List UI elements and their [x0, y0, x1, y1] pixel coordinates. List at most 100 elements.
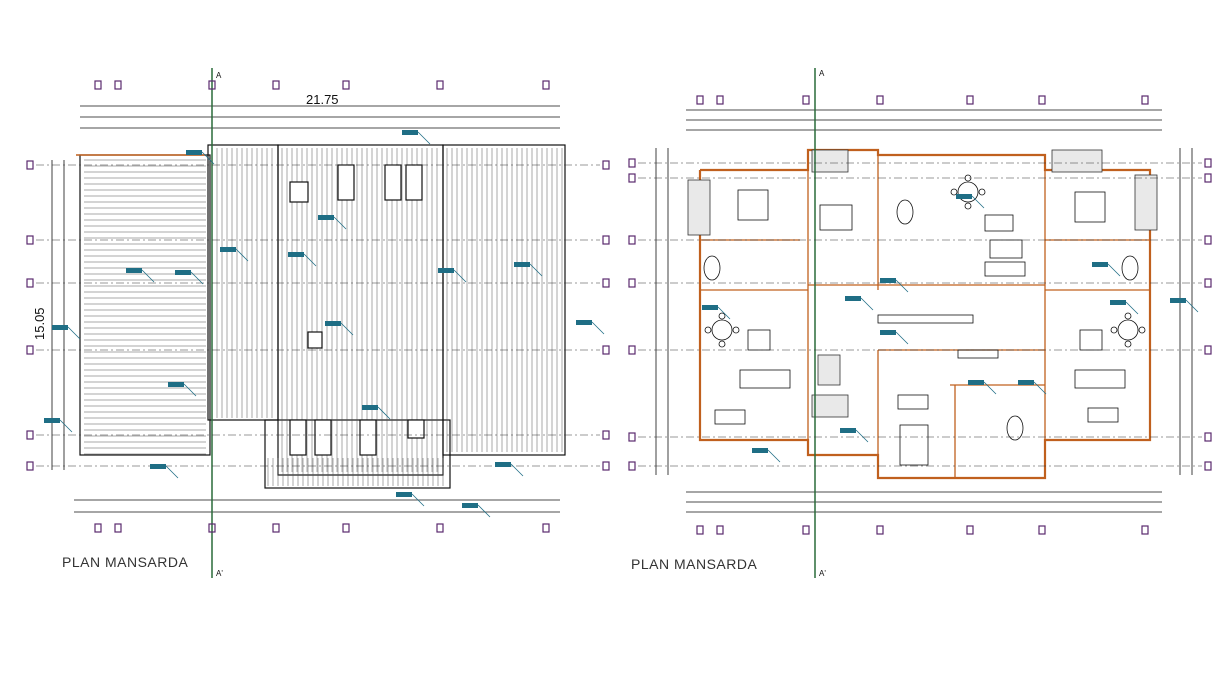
grid-marker	[1141, 525, 1149, 535]
chair	[978, 188, 986, 196]
right-top-dimension-lines	[686, 109, 1162, 131]
leader-line	[453, 269, 467, 283]
bathtub	[703, 255, 721, 281]
left-roof-plan: 21.75 15.05	[26, 68, 610, 578]
grid-marker	[628, 432, 636, 442]
leader-line	[767, 449, 781, 463]
annotation-tag	[1170, 298, 1186, 303]
chair	[950, 188, 958, 196]
grid-marker	[542, 80, 550, 90]
sofa	[984, 261, 1026, 277]
annotation-tag	[186, 150, 202, 155]
leader-line	[190, 271, 204, 285]
left-width-dimension: 21.75	[306, 92, 339, 107]
grid-marker	[602, 278, 610, 288]
sofa	[714, 409, 746, 425]
annotation-tag	[438, 268, 454, 273]
chair	[718, 312, 726, 320]
annotation-tag	[126, 268, 142, 273]
annotation-tag	[956, 194, 972, 199]
left-bottom-dimension-lines	[74, 499, 560, 513]
leader-line	[201, 151, 215, 165]
annotation-tag	[514, 262, 530, 267]
right-floor-plan: A A'	[628, 68, 1212, 578]
chair	[732, 326, 740, 334]
leader-line	[895, 279, 909, 293]
chair	[1124, 340, 1132, 348]
coffee-table	[747, 329, 771, 351]
grid-marker	[26, 345, 34, 355]
chair	[964, 202, 972, 210]
grid-marker	[602, 345, 610, 355]
interior-walls	[700, 155, 1150, 478]
bathtub	[896, 199, 914, 225]
grid-marker	[716, 525, 724, 535]
grid-marker	[696, 95, 704, 105]
annotation-tag	[402, 130, 418, 135]
sofa	[984, 214, 1014, 232]
dining-table	[711, 319, 733, 341]
balcony-grids	[687, 149, 1158, 418]
grid-marker	[1204, 461, 1212, 471]
grid-marker	[628, 461, 636, 471]
grid-marker	[696, 525, 704, 535]
grid-marker	[208, 80, 216, 90]
right-bottom-dimension-lines	[686, 491, 1162, 513]
grid-marker	[436, 80, 444, 90]
leader-line	[141, 269, 155, 283]
left-annotation-tags	[44, 130, 605, 518]
leader-line	[529, 263, 543, 277]
sofa	[1087, 407, 1119, 423]
grid-marker	[602, 430, 610, 440]
annotation-tag	[362, 405, 378, 410]
grid-marker	[342, 523, 350, 533]
annotation-tag	[175, 270, 191, 275]
leader-line	[303, 253, 317, 267]
annotation-tag	[325, 321, 341, 326]
annotation-tag	[968, 380, 984, 385]
grid-marker	[342, 80, 350, 90]
annotation-tag	[168, 382, 184, 387]
leader-line	[340, 322, 354, 336]
dining-table	[1117, 319, 1139, 341]
annotation-tag	[880, 330, 896, 335]
right-plan-title: PLAN MANSARDA	[631, 556, 758, 572]
chair	[1138, 326, 1146, 334]
leader-line	[67, 326, 81, 340]
chair	[704, 326, 712, 334]
grid-marker	[1038, 95, 1046, 105]
sofa	[897, 394, 929, 410]
leader-line	[417, 131, 431, 145]
grid-marker	[876, 95, 884, 105]
grid-marker	[1204, 235, 1212, 245]
right-side-dimension-lines	[655, 148, 1193, 475]
leader-line	[59, 419, 73, 433]
leader-line	[717, 306, 731, 320]
annotation-tag	[396, 492, 412, 497]
grid-marker	[542, 523, 550, 533]
coffee-table	[1079, 329, 1103, 351]
leader-line	[411, 493, 425, 507]
annotation-tag	[702, 305, 718, 310]
counter	[877, 314, 974, 324]
grid-marker	[966, 95, 974, 105]
annotation-tag	[288, 252, 304, 257]
grid-marker	[272, 523, 280, 533]
leader-line	[235, 248, 249, 262]
bathtub	[1006, 415, 1024, 441]
grid-marker	[602, 160, 610, 170]
annotation-tag	[840, 428, 856, 433]
annotation-tag	[880, 278, 896, 283]
left-plan-title: PLAN MANSARDA	[62, 554, 189, 570]
right-annotation-tags	[702, 194, 1199, 463]
grid-marker	[94, 80, 102, 90]
sofa	[739, 369, 791, 389]
grid-marker	[1204, 278, 1212, 288]
leader-line	[165, 465, 179, 479]
grid-marker	[26, 461, 34, 471]
leader-line	[510, 463, 524, 477]
leader-line	[855, 429, 869, 443]
annotation-tag	[52, 325, 68, 330]
annotation-tag	[576, 320, 592, 325]
